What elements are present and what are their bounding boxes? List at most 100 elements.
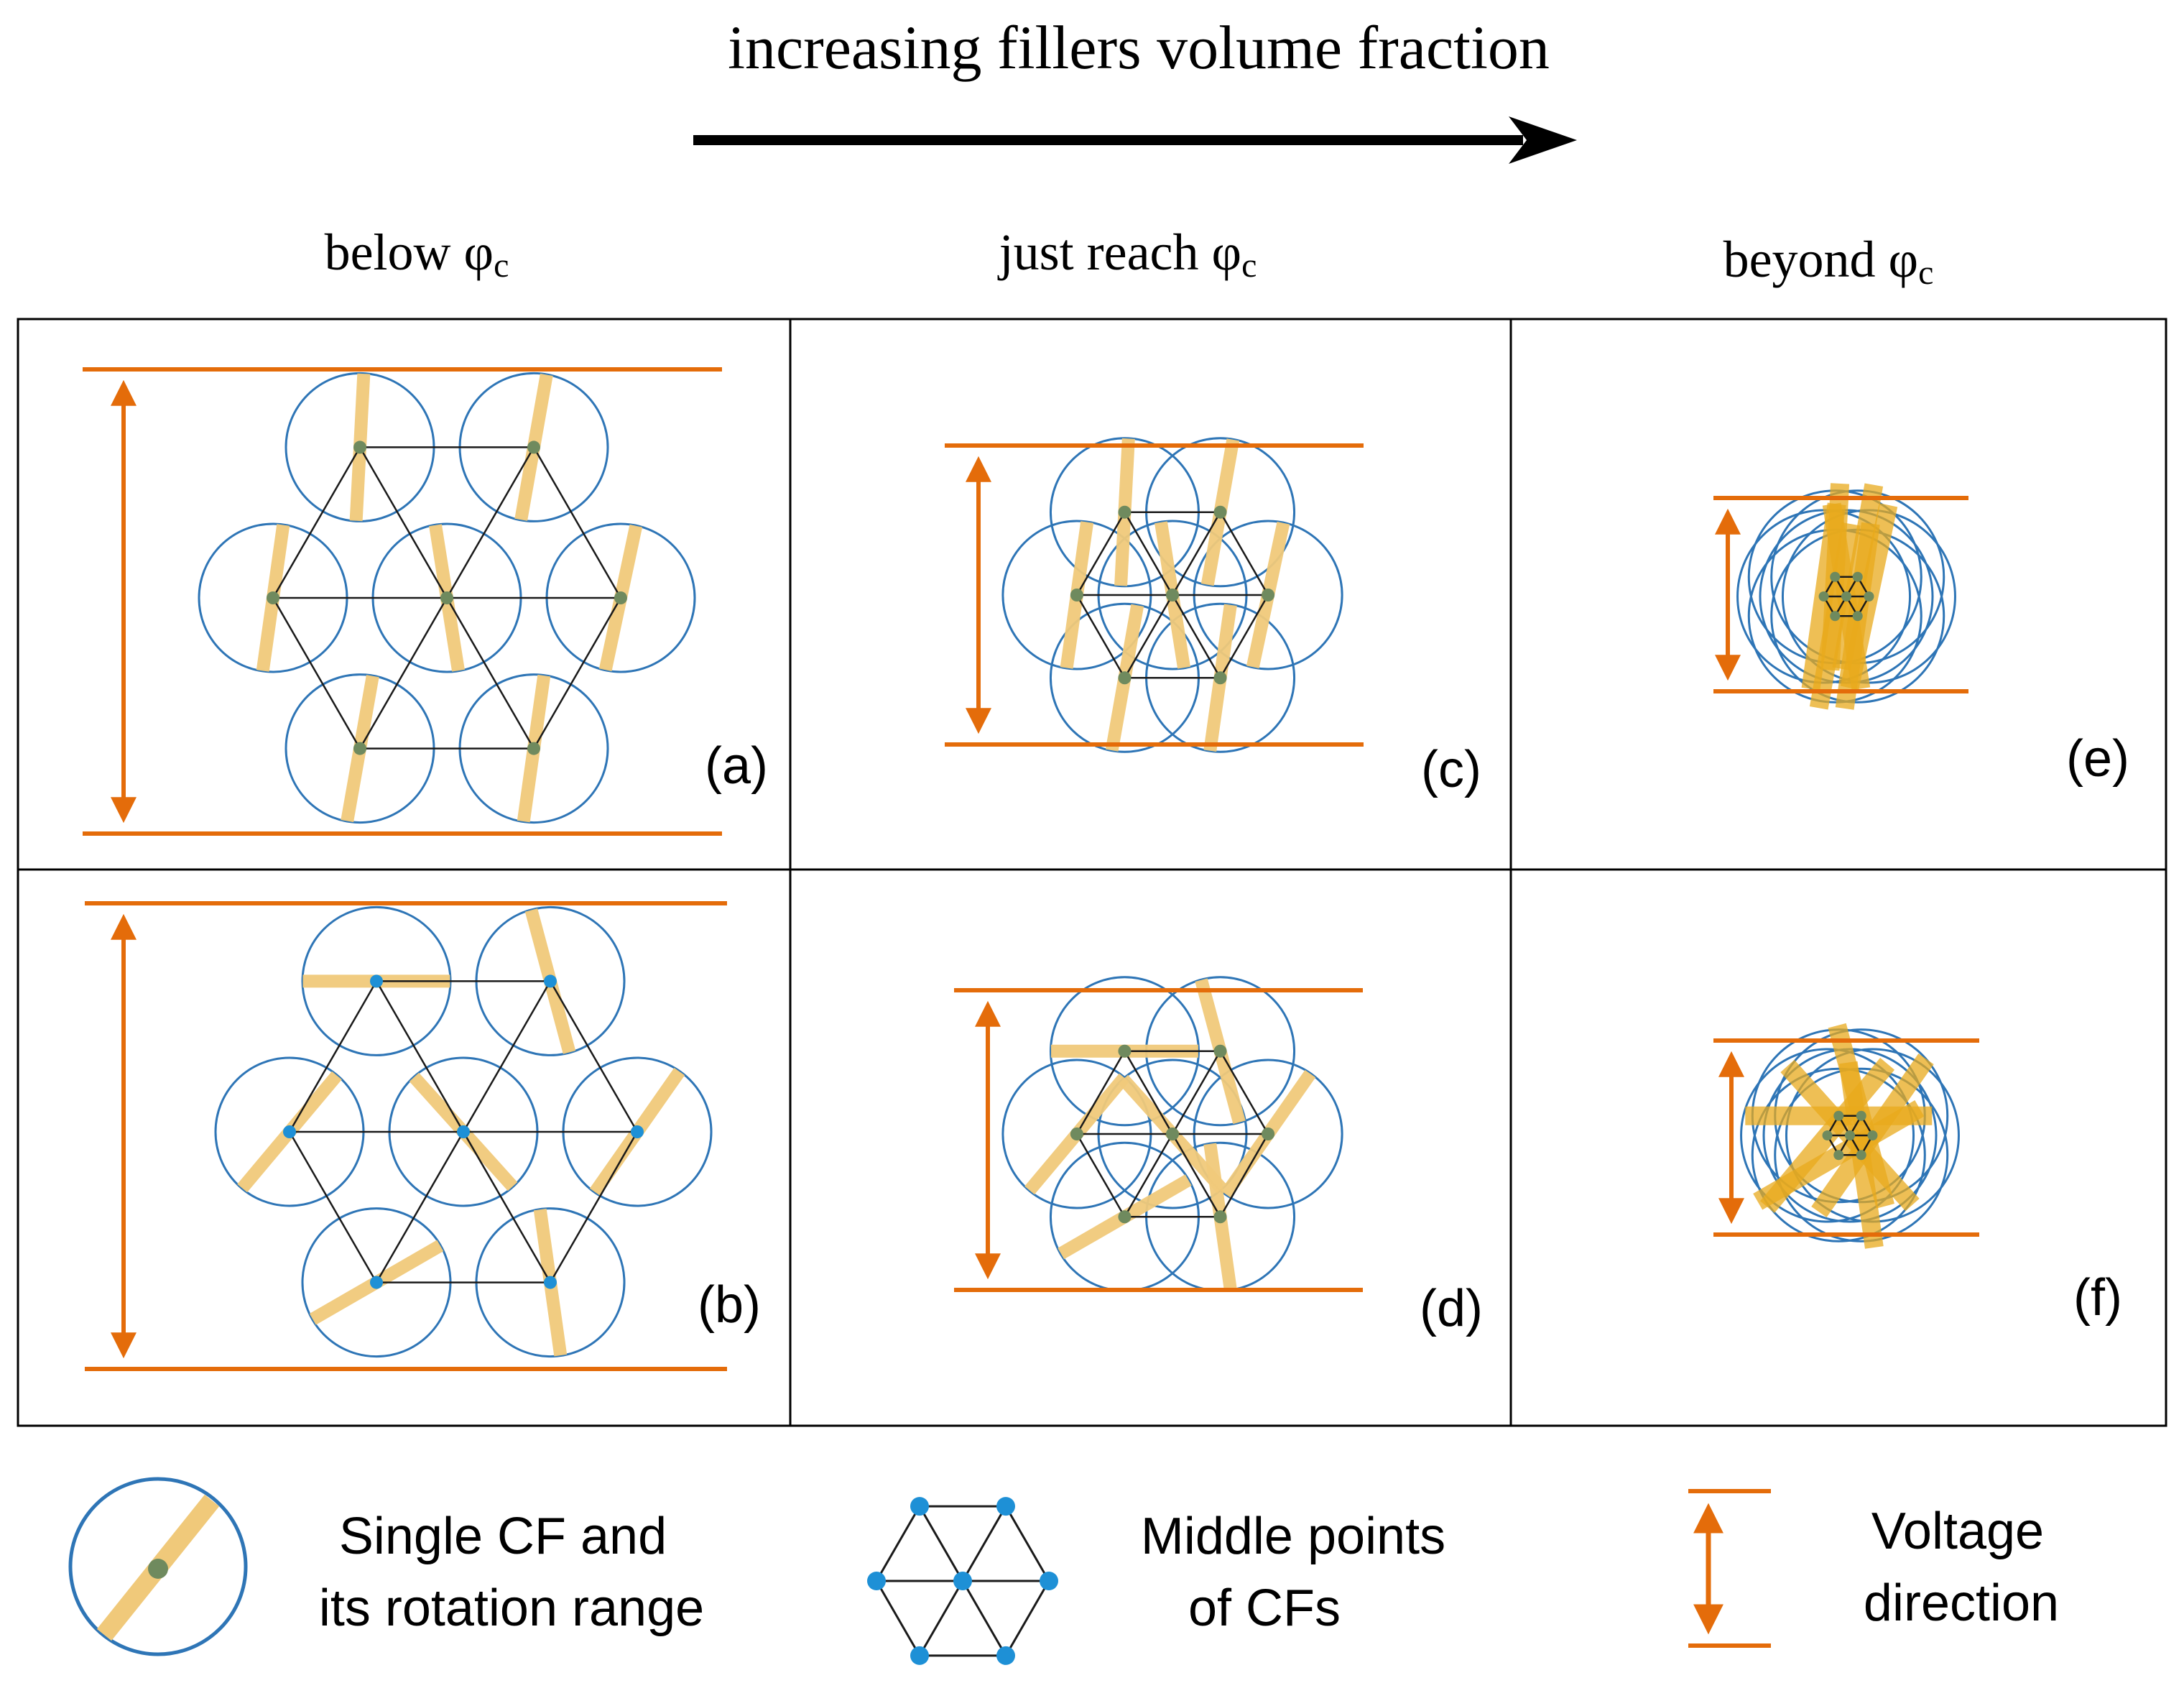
fiber-midpoint-node	[353, 742, 366, 755]
legend-lattice-edge	[1004, 1580, 1050, 1656]
fiber-midpoint-node	[1166, 1128, 1179, 1140]
fiber-midpoint-node	[1833, 1150, 1844, 1161]
panel-label-d: (d)	[1420, 1280, 1483, 1337]
fiber-midpoint-node	[1845, 1130, 1855, 1140]
legend-lattice-edge	[875, 1506, 921, 1582]
legend-voltage	[1688, 1489, 1771, 1648]
fiber-midpoint-node	[1856, 1110, 1866, 1121]
fiber-midpoint-node	[614, 591, 627, 604]
panel-label-a: (a)	[705, 737, 768, 795]
legend-lattice-node	[910, 1646, 929, 1665]
legend-single-cf-text-1: Single CF and	[339, 1508, 667, 1565]
fiber-midpoint-node	[1852, 571, 1863, 582]
lattice-edge	[358, 446, 448, 599]
lattice-edge	[532, 446, 622, 599]
fiber-midpoint-node	[353, 441, 366, 454]
fiber-midpoint-node	[1070, 589, 1083, 601]
lattice-edge	[1219, 512, 1269, 596]
fiber-midpoint-node	[1118, 1044, 1132, 1058]
legend-voltage-text-1: Voltage	[1871, 1503, 2044, 1560]
legend-lattice-node	[910, 1497, 929, 1516]
legend-voltage-text-2: direction	[1864, 1574, 2059, 1632]
lattice-edge	[1219, 1133, 1269, 1217]
lattice-edge	[532, 597, 622, 750]
fiber-midpoint-node	[1213, 1210, 1227, 1224]
panel-f	[1713, 1023, 1979, 1249]
lattice-edge	[1171, 1051, 1221, 1135]
panel-a	[83, 367, 722, 836]
lattice-edge	[1075, 594, 1126, 678]
legend-middle-points-text-1: Middle points	[1141, 1508, 1445, 1565]
lattice-edge	[375, 1131, 465, 1283]
lattice-edge	[462, 980, 552, 1133]
fiber-midpoint-node	[1118, 1210, 1132, 1224]
lattice-edge	[288, 980, 378, 1133]
lattice-edge	[1075, 1133, 1126, 1217]
lattice-edge	[1171, 512, 1221, 596]
lattice-edge	[549, 980, 639, 1133]
panel-d	[954, 976, 1363, 1292]
legend-lattice-node	[867, 1572, 886, 1590]
legend-single-cf: Single CF and its rotation range	[68, 1477, 704, 1656]
fiber-midpoint-node	[1213, 505, 1227, 519]
legend-lattice-edge	[1004, 1506, 1050, 1582]
lattice-edge	[1124, 594, 1174, 678]
arrow-label: increasing fillers volume fraction	[728, 13, 1550, 82]
lattice-edge	[358, 597, 448, 750]
lattice-edge	[549, 1131, 639, 1283]
panel-grid	[17, 318, 2167, 1427]
fiber-midpoint-node	[1262, 1128, 1275, 1140]
column-header-just-reach: just reach φc	[997, 223, 1257, 285]
fiber-midpoint-node	[283, 1125, 296, 1138]
legend: Single CF and its rotation range Middle …	[68, 1477, 2059, 1665]
fiber-midpoint-node	[1830, 611, 1841, 622]
fiber-midpoint-node	[544, 1276, 557, 1289]
rotation-range-circle	[1774, 1067, 1949, 1242]
fiber-midpoint-node	[1867, 1130, 1878, 1140]
lattice-edge	[1171, 594, 1221, 678]
lattice-edge	[1219, 594, 1269, 678]
legend-lattice-node	[1040, 1572, 1058, 1590]
fiber-midpoint-node	[1118, 671, 1132, 685]
fiber-midpoint-node	[1118, 505, 1132, 519]
lattice-edge	[1075, 1051, 1126, 1135]
fiber-midpoint-node	[1213, 1044, 1227, 1058]
legend-lattice-node	[996, 1497, 1015, 1516]
lattice-edge	[1219, 1051, 1269, 1135]
fiber-midpoint-node	[1166, 589, 1179, 601]
legend-lattice-node	[953, 1572, 972, 1590]
fiber-midpoint-node	[1262, 589, 1275, 601]
lattice-edge	[445, 597, 535, 750]
legend-lattice-edge	[961, 1506, 1007, 1582]
legend-lattice-edge	[918, 1506, 964, 1582]
fiber-midpoint-node	[267, 591, 279, 604]
fiber-midpoint-node	[370, 1276, 383, 1289]
fiber-midpoint-node	[370, 974, 383, 988]
lattice-edge	[1075, 512, 1126, 596]
fiber-midpoint-node	[1864, 591, 1874, 601]
lattice-edge	[375, 980, 465, 1133]
lattice-edge	[1171, 1133, 1221, 1217]
legend-middle-points	[867, 1497, 1058, 1665]
volume-fraction-arrow-head	[1509, 116, 1577, 164]
panel-c	[945, 437, 1364, 753]
column-headers: below φc just reach φc beyond φc	[325, 223, 1934, 292]
column-header-below: below φc	[325, 223, 509, 285]
rotation-range-circle	[1751, 1067, 1926, 1242]
lattice-edge	[462, 1131, 552, 1283]
legend-rotation-circle	[68, 1477, 248, 1656]
fiber-midpoint-node	[544, 974, 557, 988]
lattice-edge	[1124, 1133, 1174, 1217]
lattice-edge	[288, 1131, 378, 1283]
fiber-midpoint-node	[1841, 591, 1851, 601]
lattice-edge	[272, 597, 361, 750]
legend-lattice-edge	[961, 1580, 1007, 1656]
fiber-midpoint-node	[1833, 1110, 1844, 1121]
lattice-edge	[1124, 512, 1174, 596]
panel-label-b: (b)	[698, 1276, 761, 1334]
fiber-midpoint-node	[457, 1125, 470, 1138]
panel-label-f: (f)	[2073, 1269, 2122, 1327]
legend-lattice-node	[996, 1646, 1015, 1665]
fiber-midpoint-node	[527, 441, 540, 454]
